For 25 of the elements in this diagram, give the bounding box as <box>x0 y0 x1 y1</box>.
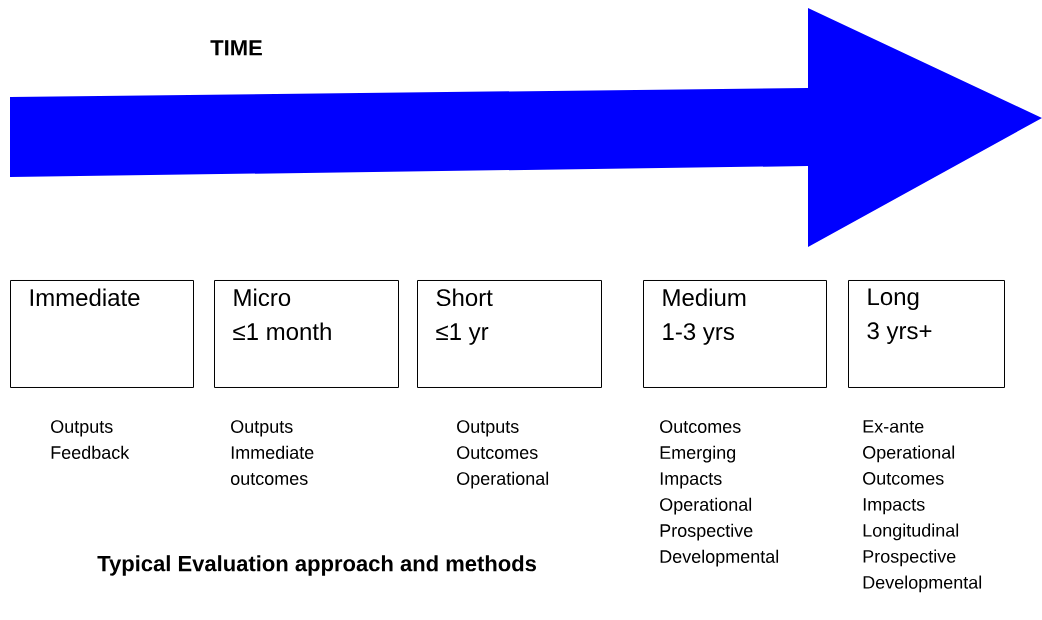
node-label: Outcomes <box>660 420 741 433</box>
node-label: Impacts <box>660 472 722 489</box>
period-box: Medium 1-3 yrs <box>643 280 827 388</box>
node-label: Developmental <box>660 549 779 567</box>
node-label: Prospective <box>660 523 753 541</box>
node-label: Outcomes <box>863 472 944 485</box>
period-box: Micro ≤1 month <box>214 280 399 388</box>
method-list: Ex-ante Operational Outcomes Impacts Longitudinal Prospective Developmental <box>863 420 982 593</box>
period-box: Immediate <box>10 280 194 388</box>
method-list: Outputs Outcomes Operational <box>457 420 549 489</box>
method-list: Outputs Immediate outcomes <box>230 420 314 485</box>
time-label: TIME <box>210 40 262 56</box>
period-box: Long 3 yrs+ <box>848 280 1005 388</box>
method-list: Outcomes Emerging Impacts Operational Prospective Developmental <box>660 420 779 567</box>
period-box: Short ≤1 yr <box>417 280 602 388</box>
node-label: Emerging <box>660 445 736 463</box>
node-label: Developmental <box>863 575 982 593</box>
node-label: Impacts <box>863 498 925 515</box>
node-label: Operational <box>660 497 752 515</box>
node-label: Prospective <box>863 549 956 567</box>
node-label: Operational <box>863 445 955 463</box>
section-heading: Typical Evaluation approach and methods <box>97 555 536 576</box>
node-label: Longitudinal <box>863 523 959 541</box>
node-label: Ex-ante <box>863 420 924 433</box>
method-list: Outputs Feedback <box>51 420 130 459</box>
